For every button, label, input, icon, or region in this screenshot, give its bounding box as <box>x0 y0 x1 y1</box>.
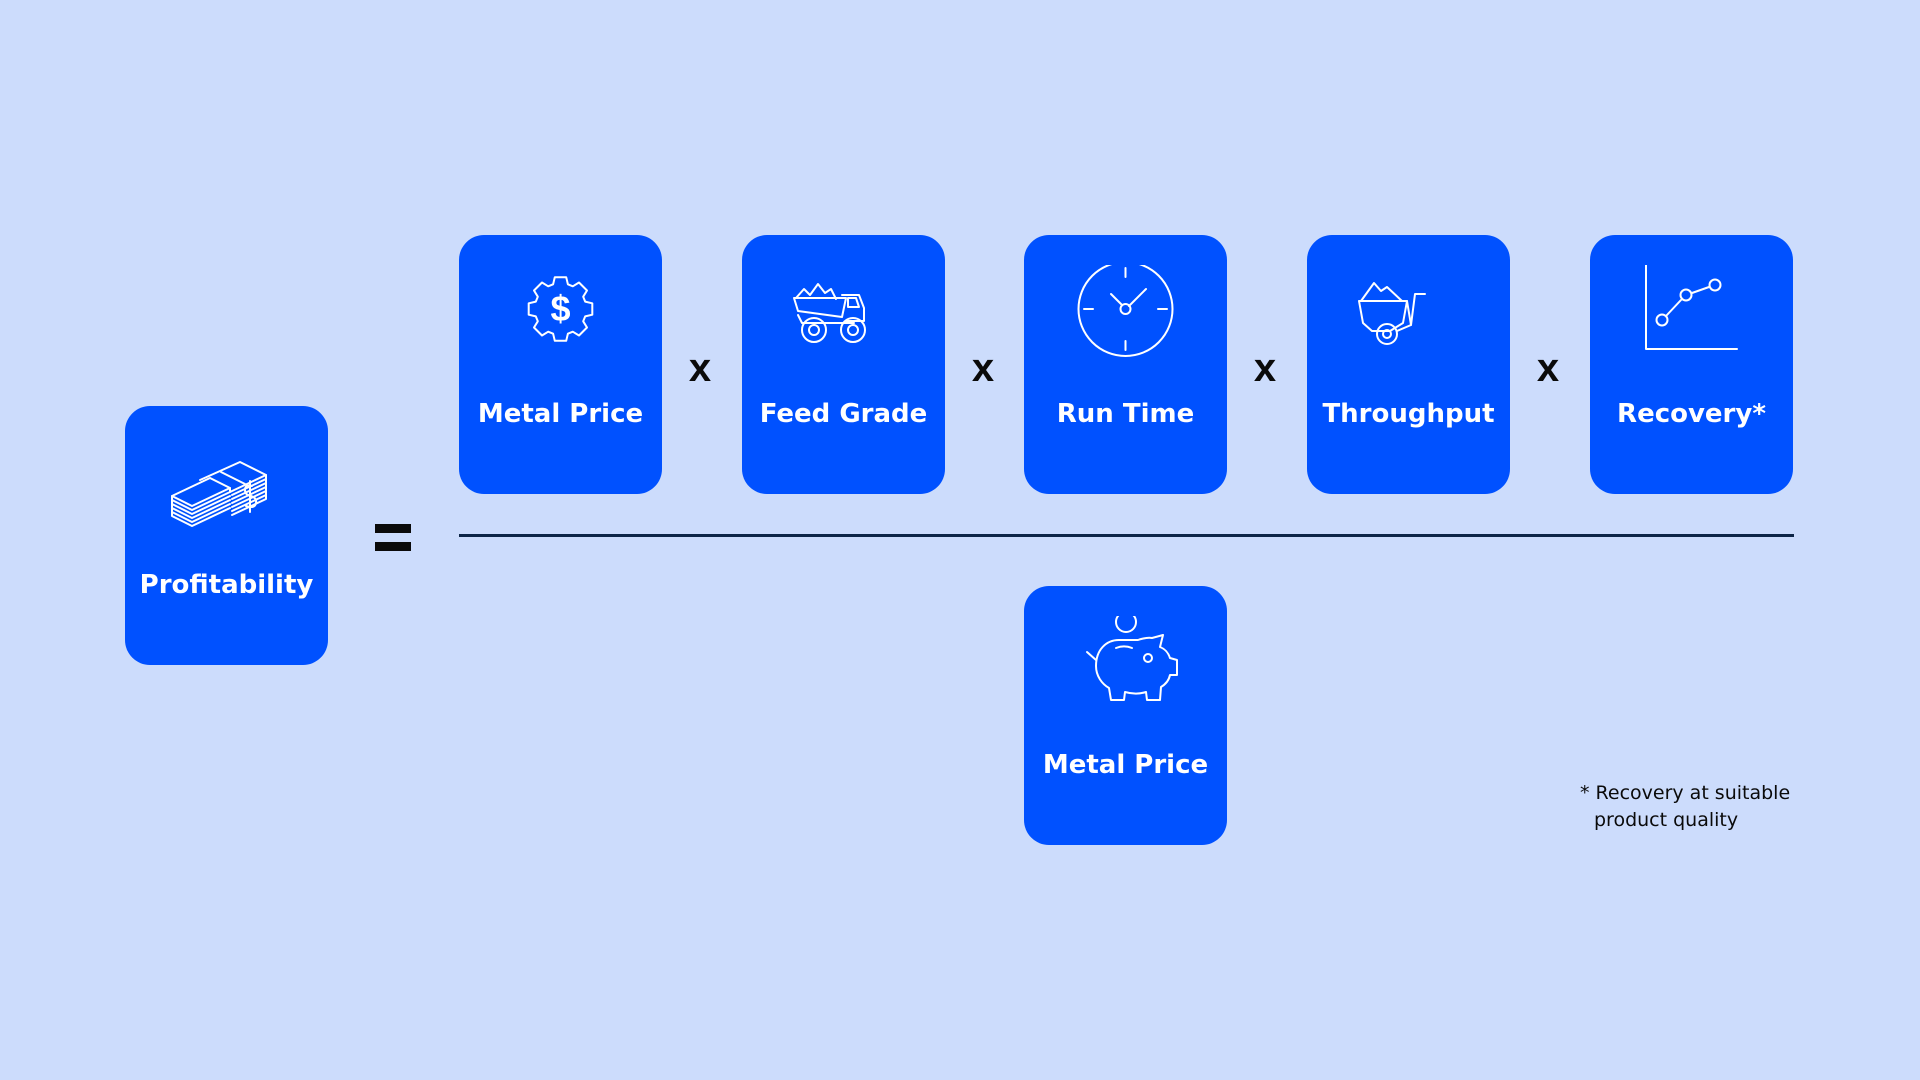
multiply-sign: x <box>1253 346 1277 390</box>
fraction-bar <box>459 534 1794 537</box>
equals-sign <box>375 524 411 551</box>
denominator-metal-price-label: Metal Price <box>1042 750 1209 780</box>
metal-price-label: Metal Price <box>477 399 644 429</box>
throughput-label: Throughput <box>1322 399 1495 429</box>
throughput-card: Throughput <box>1307 235 1510 494</box>
multiply-sign: x <box>1536 346 1560 390</box>
multiply-sign: x <box>971 346 995 390</box>
dollar-gear-icon: $ <box>527 276 594 342</box>
footnote: * Recovery at suitable product quality <box>1580 780 1790 834</box>
feed-grade-label: Feed Grade <box>759 399 928 429</box>
run-time-card: Run Time <box>1024 235 1227 494</box>
multiply-sign: x <box>688 346 712 390</box>
footnote-line-1: * Recovery at suitable <box>1580 782 1791 804</box>
clock-icon <box>1077 265 1174 357</box>
svg-text:$: $ <box>550 288 570 329</box>
denominator-metal-price-card: Metal Price <box>1024 586 1227 845</box>
ore-cart-icon <box>1358 282 1426 345</box>
line-graph-icon <box>1645 265 1738 350</box>
profitability-card: Profitability <box>125 406 328 665</box>
dump-truck-icon <box>793 283 866 343</box>
profitability-label: Profitability <box>139 570 314 600</box>
money-stack-icon <box>171 461 267 527</box>
metal-price-card: $ Metal Price <box>459 235 662 494</box>
feed-grade-card: Feed Grade <box>742 235 945 494</box>
run-time-label: Run Time <box>1056 399 1195 429</box>
recovery-label: Recovery* <box>1617 399 1766 429</box>
recovery-card: Recovery* <box>1590 235 1793 494</box>
piggy-bank-icon <box>1086 616 1178 701</box>
footnote-line-2: product quality <box>1594 809 1739 831</box>
